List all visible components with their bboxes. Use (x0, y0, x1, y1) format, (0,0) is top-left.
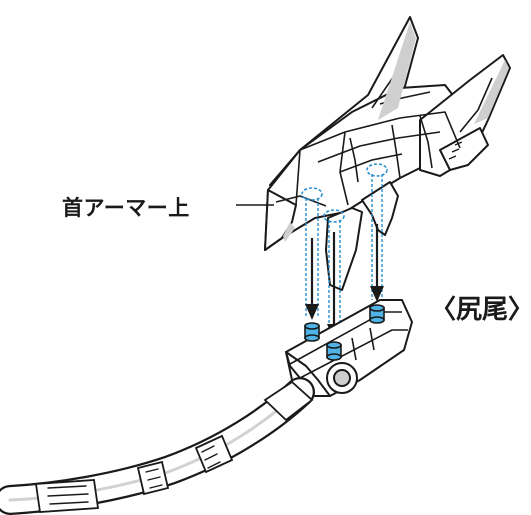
right-spike (419, 54, 511, 177)
cable-collar (263, 380, 314, 422)
rear-fin (439, 127, 489, 171)
center-blade (325, 207, 363, 291)
section-title: 〈尻尾〉 (430, 295, 531, 325)
cable-segment (194, 434, 234, 474)
neck-armor-upper-part (264, 16, 511, 291)
tail-cable (0, 377, 315, 515)
peg-right (369, 304, 385, 324)
cable-segment (34, 479, 100, 513)
cable-segment (136, 460, 170, 496)
peg-center (326, 341, 342, 361)
dashed-circle-icon (301, 187, 323, 201)
armor-vents (448, 141, 463, 160)
right-blade (361, 181, 399, 236)
down-arrow-icon (370, 224, 384, 302)
blue-pegs (304, 304, 385, 361)
tail-base-part (285, 299, 413, 397)
armor-shading (283, 22, 509, 242)
part-name-label: 首アーマー上 (62, 196, 190, 220)
peg-left (304, 322, 320, 342)
dashed-circle-icon (323, 209, 345, 223)
dashed-circle-icon (366, 163, 388, 177)
down-arrow-icon (305, 238, 319, 320)
peg-guides (301, 163, 388, 338)
